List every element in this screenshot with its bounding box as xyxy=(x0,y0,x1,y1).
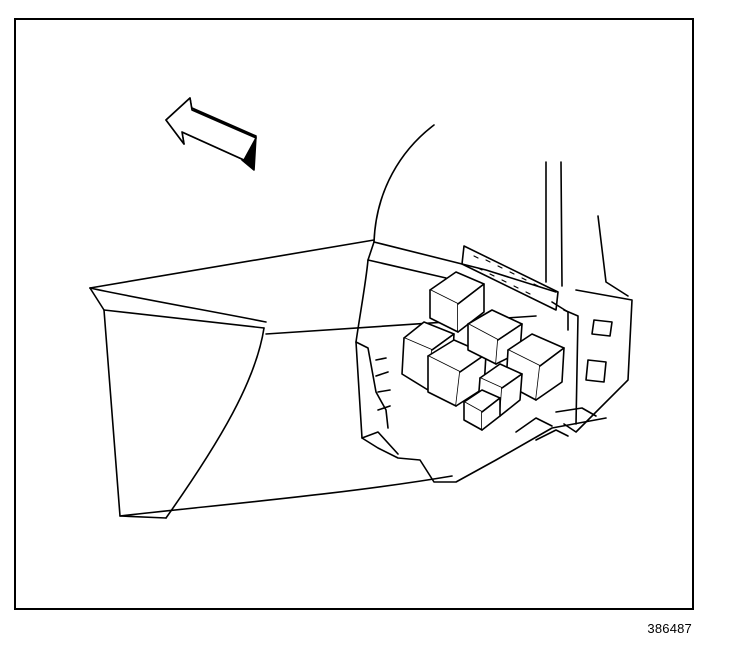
glove-box xyxy=(89,239,537,519)
relay-cubes xyxy=(401,271,565,431)
illustration-frame xyxy=(14,18,694,610)
dash-panel-curve xyxy=(373,124,435,243)
forward-arrow-icon xyxy=(165,97,257,171)
bracket-tabs xyxy=(515,407,597,441)
relay-center-drawing xyxy=(89,97,633,519)
relay-bracket xyxy=(355,161,633,483)
figure-id: 386487 xyxy=(647,621,692,636)
